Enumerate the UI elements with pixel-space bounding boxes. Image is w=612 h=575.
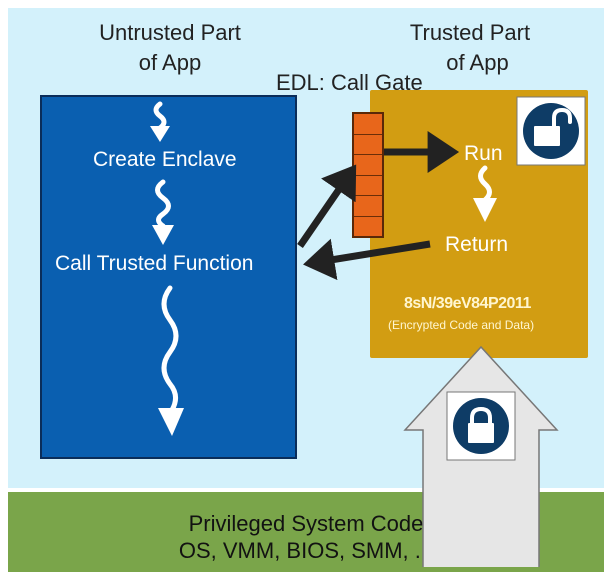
- flow-squiggle-1: [153, 101, 167, 131]
- return-label: Return: [445, 233, 509, 256]
- flow-squiggle-3: [161, 285, 179, 413]
- return-arrow: [303, 238, 431, 281]
- call-gate-slot: [354, 134, 382, 155]
- call-gate-slot: [354, 216, 382, 236]
- flow-arrowhead-4: [473, 198, 497, 222]
- untrusted-heading-line2: of App: [138, 50, 202, 75]
- flow-arrowhead-1: [150, 126, 170, 142]
- call-arrow: [297, 164, 357, 248]
- flow-arrowhead-3: [158, 408, 184, 436]
- untrusted-heading: Untrusted Part of App: [70, 18, 270, 78]
- system-line1: Privileged System Code: [188, 511, 424, 536]
- encrypted-code-text: 8sN/39eV84P2011: [404, 295, 531, 312]
- system-line2: OS, VMM, BIOS, SMM, ...: [178, 538, 434, 563]
- unlocked-padlock-icon: [516, 96, 586, 166]
- untrusted-heading-line1: Untrusted Part: [99, 20, 241, 45]
- encrypted-code-caption: (Encrypted Code and Data): [388, 318, 535, 332]
- trusted-heading-line2: of App: [446, 50, 509, 75]
- untrusted-app-box: [40, 95, 297, 459]
- flow-arrowhead-2: [152, 225, 174, 245]
- call-gate-slot: [354, 114, 382, 135]
- trusted-heading-line1: Trusted Part: [409, 20, 531, 45]
- call-trusted-function-label: Call Trusted Function: [55, 252, 254, 275]
- flow-squiggle-2: [155, 179, 171, 229]
- call-gate-slot: [354, 175, 382, 196]
- call-gate-slot: [354, 155, 382, 176]
- locked-padlock-icon: [446, 391, 516, 461]
- run-label: Run: [464, 142, 503, 165]
- call-gate-slot: [354, 196, 382, 217]
- flow-squiggle-4: [478, 165, 492, 203]
- create-enclave-label: Create Enclave: [93, 148, 237, 171]
- trusted-heading: Trusted Part of App: [380, 18, 560, 78]
